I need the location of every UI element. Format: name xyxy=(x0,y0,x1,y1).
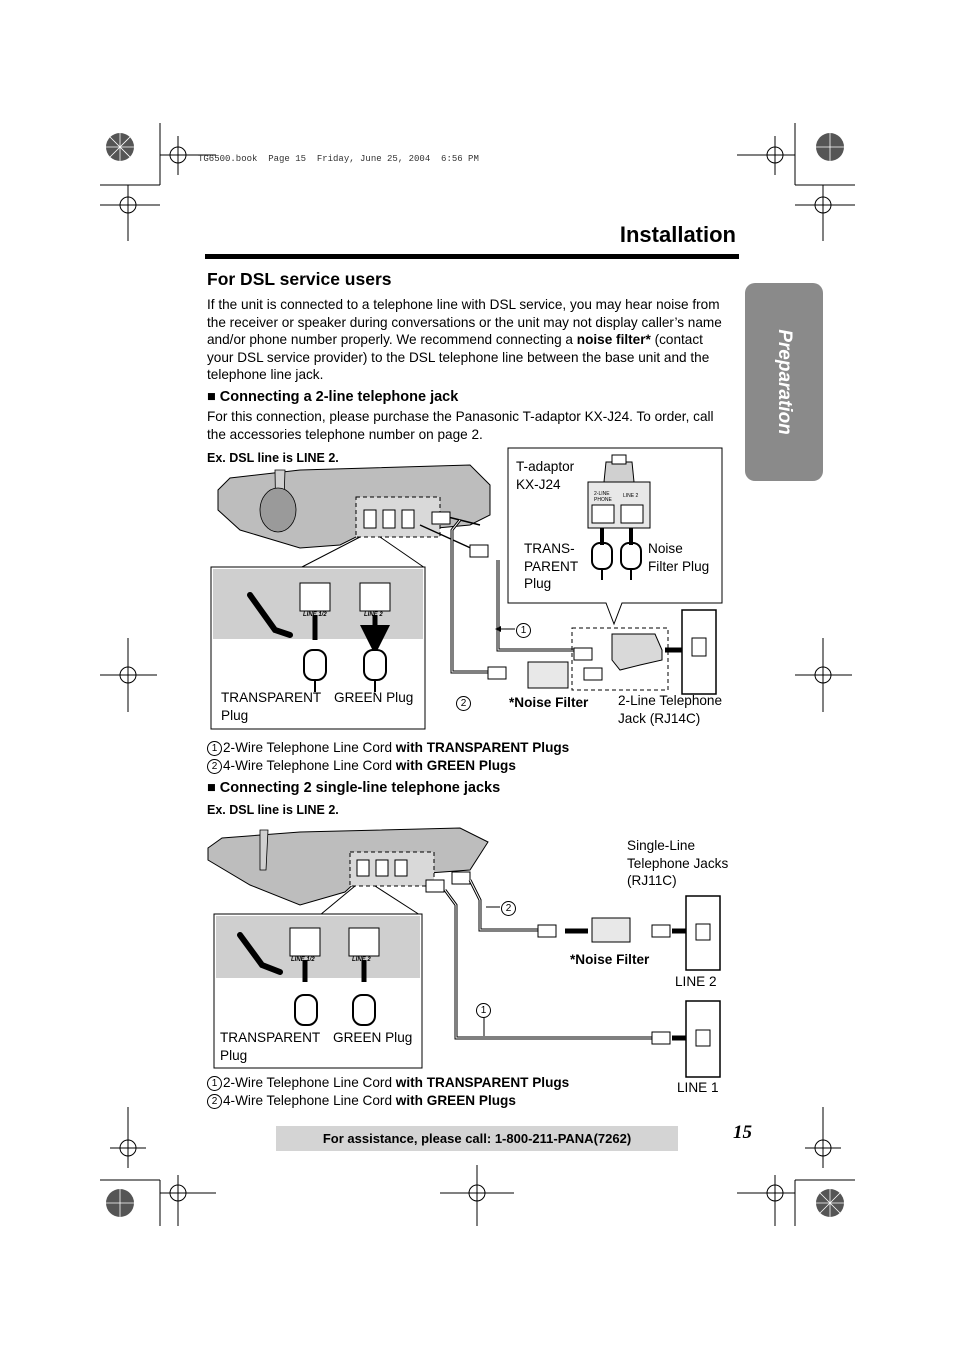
noise-filter-label-2: *Noise Filter xyxy=(570,952,649,967)
line2-label: LINE 2 xyxy=(675,973,717,991)
cord2-marker-1: 1 xyxy=(476,1001,492,1019)
assistance-text: For assistance, please call: 1-800-211-P… xyxy=(276,1126,678,1151)
page-number: 15 xyxy=(733,1122,752,1144)
jack2-label-line12: LINE 1/2 xyxy=(291,957,315,963)
assistance-footer: For assistance, please call: 1-800-211-P… xyxy=(276,1126,678,1151)
single-jacks-label: Single-Line Telephone Jacks (RJ11C) xyxy=(627,837,728,890)
green-plug-label-2: GREEN Plug xyxy=(333,1029,412,1047)
cord2-marker-2: 2 xyxy=(501,899,517,917)
jack2-label-line2: LINE 2 xyxy=(352,957,371,963)
transparent-plug-label-2: TRANSPARENT Plug xyxy=(220,1029,320,1064)
line1-label: LINE 1 xyxy=(677,1079,719,1097)
